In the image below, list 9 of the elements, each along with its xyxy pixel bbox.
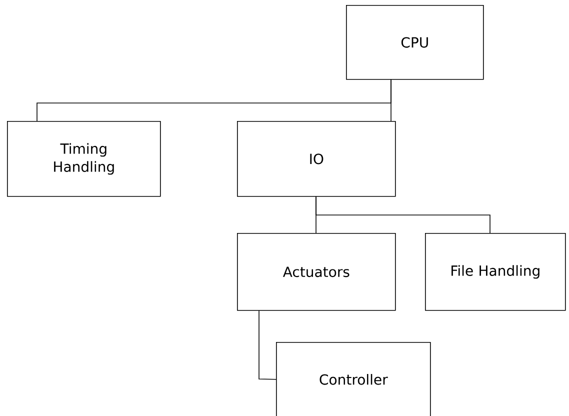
process-box: Actuators — [237, 233, 396, 311]
connector — [316, 196, 490, 234]
process-box: CPU — [346, 5, 484, 80]
process-box: Timing Handling — [7, 121, 161, 197]
connector — [258, 310, 276, 380]
connector — [390, 79, 392, 122]
process-box: IO — [237, 121, 396, 197]
process-box: File Handling — [425, 233, 566, 311]
process-box: Controller — [276, 342, 431, 416]
